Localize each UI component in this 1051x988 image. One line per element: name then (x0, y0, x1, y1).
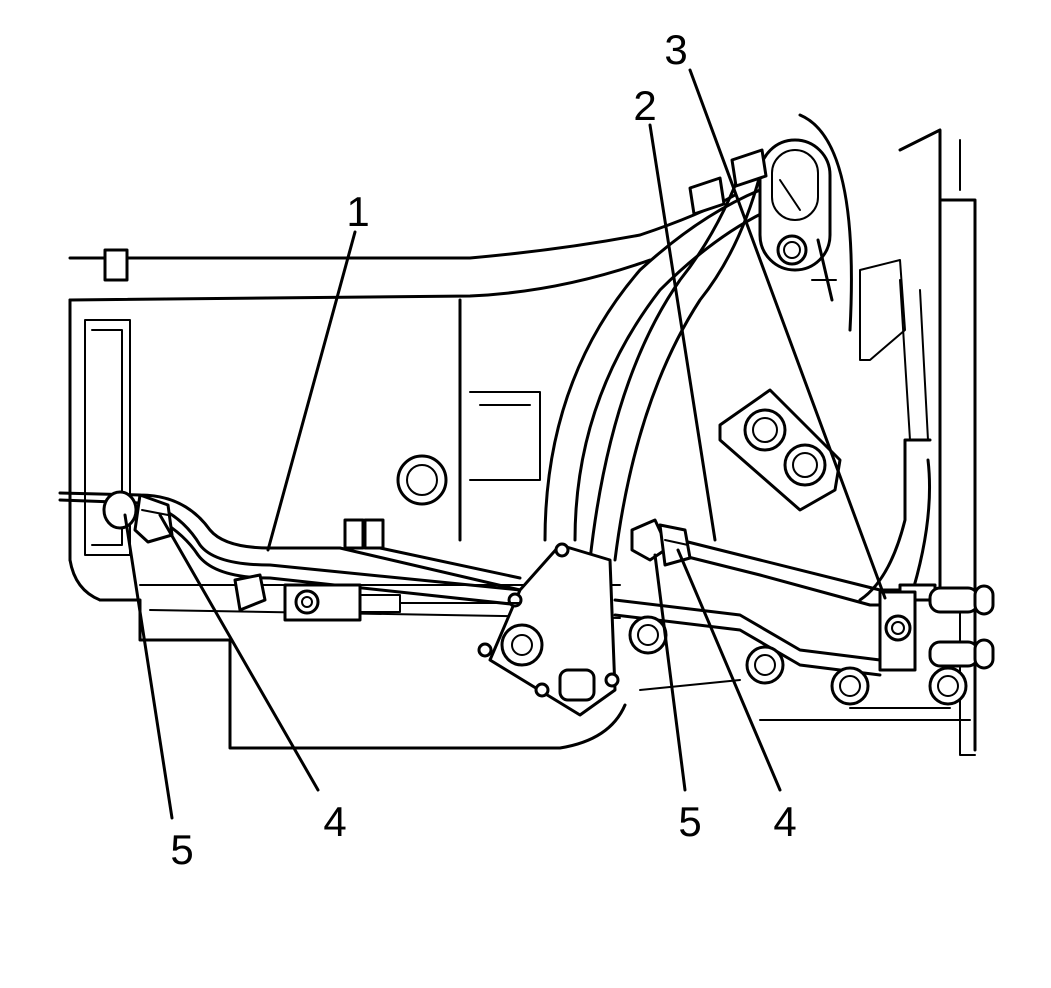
callout-5-left: 5 (170, 826, 193, 873)
upper-bracket (688, 138, 837, 302)
pipe-end-connectors (878, 583, 995, 672)
leader-lines (123, 68, 887, 820)
callout-5-right: 5 (678, 798, 701, 845)
callout-1: 1 (346, 188, 369, 235)
fitting-right (630, 518, 692, 567)
callout-4-left: 4 (323, 798, 346, 845)
callouts: 1 2 3 4 5 5 4 (170, 26, 796, 873)
callout-2: 2 (633, 82, 656, 129)
mid-plate (718, 388, 842, 512)
callout-3: 3 (664, 26, 687, 73)
transmission-case (68, 128, 977, 756)
cooler-hoses (543, 113, 932, 602)
callout-4-right: 4 (773, 798, 796, 845)
fitting-left (102, 490, 174, 544)
center-bracket (477, 542, 620, 717)
case-bolts (233, 573, 968, 706)
retainer-clip (103, 248, 129, 282)
